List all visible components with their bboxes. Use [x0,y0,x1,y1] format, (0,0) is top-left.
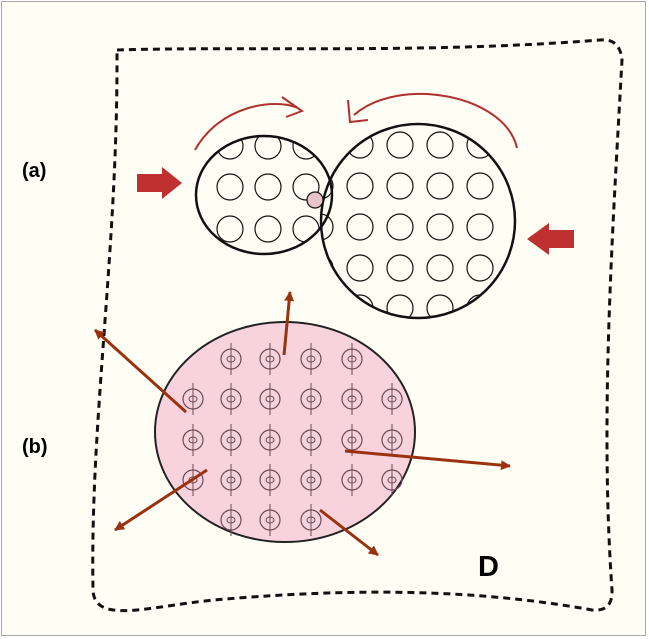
cell-circle [259,464,281,496]
vector-up-left [93,328,188,414]
push-arrow-left [137,167,182,199]
panel-a-label: (a) [22,160,46,182]
cell-circle [386,131,414,159]
panel-b-label: (b) [22,436,48,458]
cell-circle [220,504,242,536]
cell-circle [322,213,334,241]
cell-circle [300,464,322,496]
cell-circle [346,254,374,282]
panel-a [137,93,574,320]
droplet-small-cells [216,137,320,243]
cell-circle [220,343,242,375]
cell-circle [300,504,322,536]
cell-circle [254,137,282,160]
cell-circle [322,294,334,317]
curved-arrow-right [353,93,518,149]
cell-circle [220,464,242,496]
cell-circle [466,213,494,241]
cell-circle [346,213,374,241]
contact-cell [306,191,324,209]
cell-circle [292,173,320,201]
domain-boundary [91,38,624,613]
cell-circle [341,343,363,375]
push-arrow-right [527,223,574,255]
cell-circle [216,137,244,160]
cell-circle [254,173,282,201]
cell-circle [426,172,454,200]
cell-circle [292,215,320,243]
cell-circle [254,215,282,243]
cell-circle [220,424,242,456]
cell-circle [386,294,414,317]
droplet-small [194,134,334,256]
cell-circle [182,424,204,456]
cell-circle [386,172,414,200]
velocity-vectors [93,291,511,557]
cell-circle [386,254,414,282]
curved-arrow-left-head [281,96,305,118]
cell-circle [341,383,363,415]
cell-circle [466,254,494,282]
vector-right [344,449,511,471]
cell-circle [300,343,322,375]
cell-circle [259,504,281,536]
domain-label: D [478,551,499,583]
cell-circle [426,294,454,317]
curved-arrow-right-head [347,99,369,124]
cell-circle [322,172,334,200]
cell-circle [220,383,242,415]
cell-circle [426,131,454,159]
cell-circle [322,131,334,159]
droplet-pink [154,321,416,543]
cell-circle [216,215,244,243]
cell-circle [341,464,363,496]
cell-circle [466,172,494,200]
cell-circle [381,424,403,456]
cell-circle [300,383,322,415]
vector-down-left [114,468,208,532]
cell-circle [466,294,494,317]
droplet-large-cells [322,131,494,317]
cell-circle [386,213,414,241]
cell-circle [300,424,322,456]
droplet-large [319,122,517,320]
droplet-pink-cells [182,343,403,536]
cell-circle [381,464,403,496]
cell-circle [182,383,204,415]
cell-circle [381,383,403,415]
cell-circle [259,343,281,375]
cell-circle [259,383,281,415]
cell-circle [426,254,454,282]
panel-b [93,291,511,557]
curved-arrow-left [194,103,299,151]
cell-circle [216,173,244,201]
vector-down-right [319,508,379,557]
vector-up [282,291,295,356]
cell-circle [426,213,454,241]
cell-circle [259,424,281,456]
cell-circle [346,172,374,200]
